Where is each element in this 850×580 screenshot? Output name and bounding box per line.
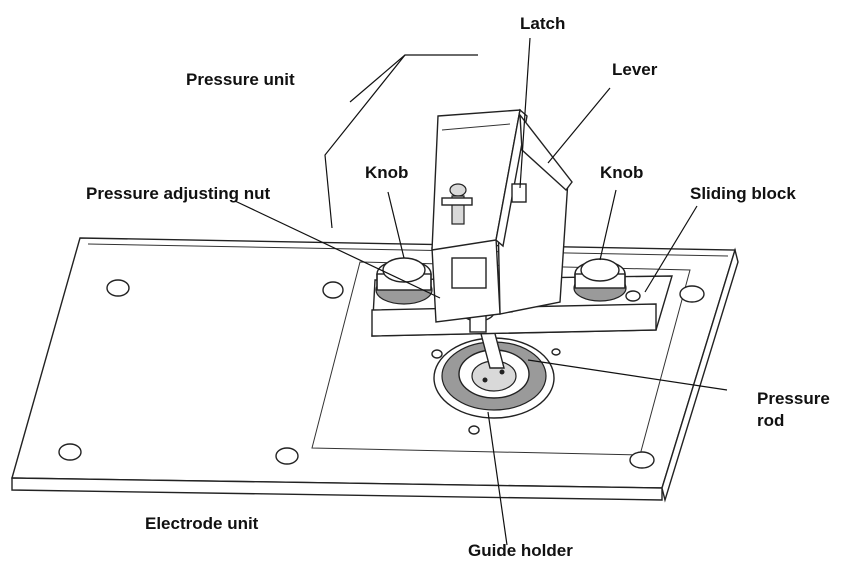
label-pressure-rod-line1: Pressure: [757, 389, 830, 408]
plate-holes: [58, 279, 705, 469]
knob-right-drawing: [573, 258, 627, 302]
label-pressure-unit: Pressure unit: [186, 70, 295, 89]
knob-left-drawing: [375, 257, 433, 305]
label-pressure-rod-line2: rod: [757, 411, 785, 430]
label-lever: Lever: [612, 60, 658, 79]
leader-lines: [234, 37, 728, 546]
label-sliding-block: Sliding block: [690, 184, 796, 203]
label-guide-holder: Guide holder: [468, 541, 573, 560]
label-pressure-adjusting-nut: Pressure adjusting nut: [86, 184, 271, 203]
label-knob-left: Knob: [365, 163, 409, 182]
guide-holder-drawing: [433, 337, 555, 419]
label-latch: Latch: [520, 14, 566, 33]
label-knob-right: Knob: [600, 163, 644, 182]
pressure-unit-drawing: [431, 108, 573, 323]
label-electrode-unit: Electrode unit: [145, 514, 259, 533]
